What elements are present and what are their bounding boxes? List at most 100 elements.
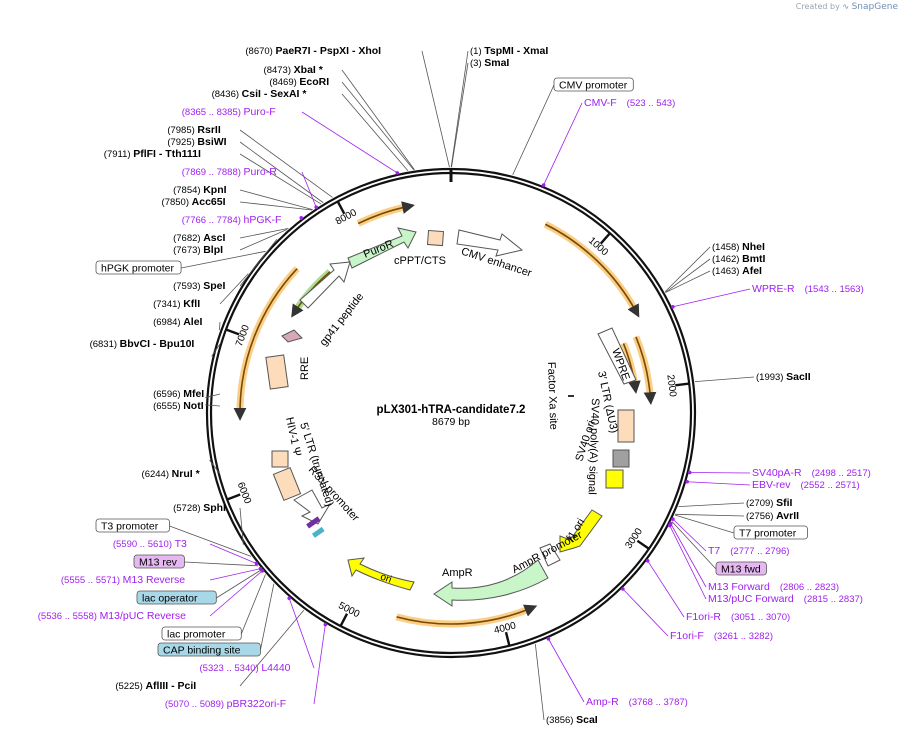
restriction-site[interactable]: (6596) MfeI xyxy=(153,388,204,400)
tick-label: 5000 xyxy=(336,600,361,620)
puror-label: PuroR xyxy=(362,238,395,261)
primer-label[interactable]: EBV-rev(2552 .. 2571) xyxy=(752,479,860,491)
ampr-promoter-feature[interactable] xyxy=(539,543,561,567)
restriction-site[interactable]: (6831) BbvCI - Bpu10I xyxy=(90,338,195,350)
ltr3-feature[interactable] xyxy=(617,409,635,443)
orf-5[interactable] xyxy=(396,604,538,625)
restriction-site[interactable]: (6984) AleI xyxy=(153,316,202,328)
primer-label[interactable]: CMV-F(523 .. 543) xyxy=(584,97,675,109)
primer-tick xyxy=(667,523,672,528)
primer-label[interactable]: F1ori-F(3261 .. 3282) xyxy=(670,630,773,642)
f1-ori-feature[interactable] xyxy=(559,509,603,553)
restriction-site[interactable]: (5728) SphI xyxy=(173,502,226,514)
restriction-site[interactable]: (8670) PaeR7I - PspXI - XhoI xyxy=(245,45,381,57)
primer-label[interactable]: (5590 .. 5610) T3 xyxy=(113,538,187,550)
tick-1000 xyxy=(599,232,611,245)
restriction-site[interactable]: (7682) AscI xyxy=(173,232,225,244)
restriction-site[interactable]: (1993) SacII xyxy=(756,371,811,383)
tick-7000 xyxy=(225,328,240,336)
primer-label[interactable]: (5555 .. 5571) M13 Reverse xyxy=(61,574,185,586)
leader-line xyxy=(216,569,262,599)
ori-feature[interactable] xyxy=(347,557,415,591)
restriction-site[interactable]: (1458) NheI xyxy=(712,241,765,253)
restriction-site[interactable]: (1463) AfeI xyxy=(712,265,762,277)
orf-3[interactable] xyxy=(635,336,657,405)
leader-line xyxy=(209,570,263,617)
orf-1[interactable] xyxy=(357,201,415,225)
leader-line xyxy=(694,376,755,383)
restriction-site[interactable]: (3856) ScaI xyxy=(546,714,598,726)
restriction-site[interactable]: (8469) EcoRI xyxy=(269,76,329,88)
ampr-feature[interactable] xyxy=(433,559,549,607)
primer-label[interactable]: M13/pUC Forward(2815 .. 2837) xyxy=(708,593,863,605)
orf-6[interactable] xyxy=(233,268,298,421)
feature-tag-box[interactable] xyxy=(95,260,182,275)
restriction-site[interactable]: (8473) XbaI * xyxy=(264,64,324,76)
restriction-site[interactable]: (7850) Acc65I xyxy=(162,196,226,208)
leader-line xyxy=(209,459,221,475)
leader-line xyxy=(669,525,707,600)
leader-line xyxy=(240,574,266,635)
cppt-cts-feature[interactable] xyxy=(426,229,445,247)
feature-tag-box[interactable] xyxy=(715,561,767,576)
tick-3000 xyxy=(636,539,650,550)
hiv1-psi-feature[interactable] xyxy=(271,450,289,468)
feature-tag-box[interactable] xyxy=(95,518,170,533)
tick-8000 xyxy=(336,200,346,215)
primer-label[interactable]: T7(2777 .. 2796) xyxy=(708,545,789,557)
primer-label[interactable]: (5070 .. 5089) pBR322ori-F xyxy=(165,698,286,710)
cmv-enhancer-label: CMV enhancer xyxy=(460,246,534,280)
wpre-feature[interactable] xyxy=(597,327,637,385)
restriction-site[interactable]: (7854) KpnI xyxy=(173,184,227,196)
orf-4[interactable] xyxy=(622,343,641,394)
primer-label[interactable]: SV40pA-R(2498 .. 2517) xyxy=(752,467,871,479)
gp41-feature[interactable] xyxy=(299,261,351,309)
primer-label[interactable]: (5323 .. 5340) L4440 xyxy=(200,662,291,674)
restriction-site[interactable]: (1) TspMI - XmaI xyxy=(470,45,548,57)
feature-tag-box[interactable] xyxy=(136,590,217,605)
restriction-site[interactable]: (7673) BlpI xyxy=(173,244,223,256)
restriction-site[interactable]: (5225) AflIII - PciI xyxy=(115,680,196,692)
rre-feature[interactable] xyxy=(265,354,289,390)
orf-2[interactable] xyxy=(544,223,640,318)
feature-tag-box[interactable] xyxy=(733,525,808,540)
primer-label[interactable]: (8365 .. 8385) Puro-F xyxy=(182,106,276,118)
restriction-site[interactable]: (7593) SpeI xyxy=(173,280,225,292)
restriction-site[interactable]: (1462) BmtI xyxy=(712,253,766,265)
feature-tag-box[interactable] xyxy=(553,77,634,92)
primer-label[interactable]: M13 Forward(2806 .. 2823) xyxy=(708,581,839,593)
primer-label[interactable]: (7869 .. 7888) Puro-R xyxy=(182,166,277,178)
primer-label[interactable]: (7766 .. 7784) hPGK-F xyxy=(182,214,282,226)
primer-label[interactable]: WPRE-R(1543 .. 1563) xyxy=(752,283,864,295)
cmv-enhancer-feature[interactable] xyxy=(456,229,524,257)
restriction-site[interactable]: (6555) NotI xyxy=(153,400,204,412)
leader-line xyxy=(647,560,685,618)
restriction-site[interactable]: (8436) CsiI - SexAI * xyxy=(212,88,308,100)
feature-tag-box[interactable] xyxy=(157,642,261,657)
restriction-site[interactable]: (6244) NruI * xyxy=(142,468,201,480)
restriction-site[interactable]: (7985) RsrII xyxy=(167,124,221,136)
ampr-label: AmpR xyxy=(442,567,473,579)
puror-feature[interactable] xyxy=(347,227,417,269)
snapgene-logo-icon: ∿ xyxy=(842,2,850,11)
sv40-polya-feature[interactable] xyxy=(612,449,630,468)
primer-label[interactable]: (5536 .. 5558) M13/pUC Reverse xyxy=(38,610,186,622)
restriction-site[interactable]: (7341) KflI xyxy=(153,298,200,310)
feature-tag-box[interactable] xyxy=(161,626,242,641)
feature-tag-box[interactable] xyxy=(133,554,185,569)
restriction-site[interactable]: (7925) BsiWI xyxy=(167,136,226,148)
restriction-site[interactable]: (2709) SfiI xyxy=(746,497,793,509)
primer-label[interactable]: F1ori-R(3051 .. 3070) xyxy=(686,611,790,623)
restriction-site[interactable]: (2756) AvrII xyxy=(746,510,799,522)
rsv-promoter-feature[interactable] xyxy=(293,489,332,525)
restriction-site[interactable]: (7911) PflFI - Tth111I xyxy=(104,148,201,160)
created-by-credit: Created by ∿ SnapGene xyxy=(796,2,898,12)
sv40-ori-feature[interactable] xyxy=(605,469,624,489)
leader-line xyxy=(211,343,221,357)
primer-tick xyxy=(621,587,625,591)
leader-line xyxy=(205,404,221,407)
restriction-site[interactable]: (3) SmaI xyxy=(470,57,509,69)
feature-tag: M13 fwd xyxy=(721,564,761,576)
primer-label[interactable]: Amp-R(3768 .. 3787) xyxy=(586,696,688,708)
ltr5-feature[interactable] xyxy=(272,466,302,502)
